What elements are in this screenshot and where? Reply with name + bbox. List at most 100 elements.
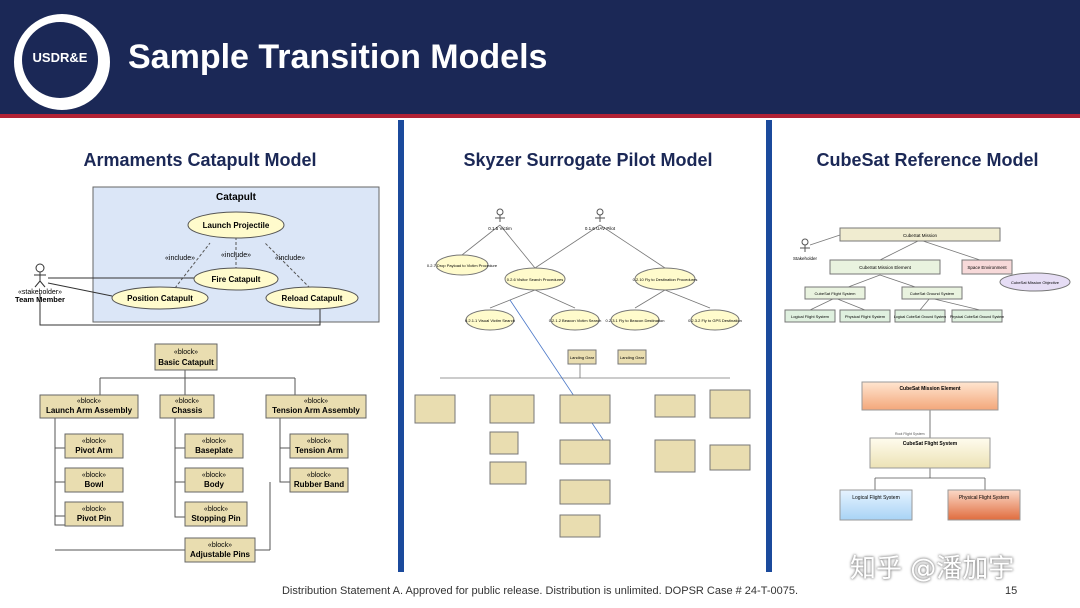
skyzer-landing-label: Landing Gear	[570, 355, 595, 360]
include-label-1: «include»	[165, 255, 195, 262]
cubesat-logical-flight-label: Logical Flight System	[791, 314, 830, 319]
block-bowl: «block» Bowl	[64, 467, 124, 493]
actor-stereotype: «stakeholder»	[18, 289, 62, 296]
block-tension-arm: «block» Tension Arm	[289, 433, 349, 459]
block-basic-catapult: «block» Basic Catapult	[154, 343, 218, 371]
cubesat-mission-element	[829, 259, 941, 275]
svg-text:Basic Catapult: Basic Catapult	[158, 358, 214, 367]
svg-text:Body: Body	[204, 480, 225, 489]
skyzer-actor-pilot	[595, 208, 605, 222]
svg-text:Pivot Pin: Pivot Pin	[77, 514, 111, 523]
skyzer-diagram: 0.1.5 Victim 0.1.6 UAV Pilot 0.2.7 Drop …	[414, 208, 751, 538]
zoom-root-label: Root Flight System	[895, 432, 925, 436]
block-stopping-pin: «block» Stopping Pin	[184, 501, 248, 527]
skyzer-uc3-label: 0.2.10 Fly to Destination Procedures	[633, 277, 698, 282]
cubesat-mission-element-label: CubeSat Mission Element	[859, 265, 912, 270]
slide-title: Sample Transition Models	[128, 38, 548, 76]
svg-text:«block»: «block»	[202, 438, 226, 445]
skyzer-uc7-label: 0.2.3.2 Fly to GPS Destination	[688, 318, 742, 323]
watermark: 知乎 @潘加宇	[850, 554, 1015, 584]
zoom-mission-element	[861, 381, 999, 411]
actor-name: Team Member	[15, 295, 65, 304]
skyzer-landing2-label: Landing Gear	[620, 355, 645, 360]
svg-text:«block»: «block»	[77, 398, 101, 405]
usecase-fire-catapult	[193, 267, 279, 291]
skyzer-uc2-label: 0.2.6 Visitor Search Procedures	[507, 277, 563, 282]
usecase-reload-label: Reload Catapult	[282, 294, 343, 303]
svg-text:Stopping Pin: Stopping Pin	[191, 514, 240, 523]
header-stripe	[0, 114, 1080, 118]
skyzer-landing-gear-2	[617, 349, 647, 365]
zoom-flight-label: CubeSat Flight System	[903, 441, 958, 447]
usecase-fire-label: Fire Catapult	[212, 275, 261, 284]
block-chassis: «block» Chassis	[159, 394, 215, 419]
svg-text:Pivot Arm: Pivot Arm	[75, 446, 113, 455]
svg-text:«block»: «block»	[307, 472, 331, 479]
panel-divider-right	[766, 120, 772, 572]
skyzer-uc3	[634, 267, 696, 291]
cubesat-physical-flight-label: Physical Flight System	[845, 314, 886, 319]
skyzer-actor-victim	[495, 208, 505, 222]
cubesat-flight-system	[804, 286, 866, 300]
cubesat-top-block	[839, 227, 1001, 242]
cubesat-zoom-diagram: CubeSat Mission Element Root Flight Syst…	[839, 381, 1021, 521]
svg-text:Bowl: Bowl	[84, 480, 103, 489]
skyzer-uc5	[550, 309, 600, 331]
cubesat-stakeholder-actor	[800, 238, 810, 252]
catapult-boundary-label: Catapult	[216, 192, 257, 203]
skyzer-uc1	[435, 254, 489, 276]
cubesat-physical-ground-label: Physical CubeSat Ground System	[950, 315, 1004, 319]
include-label-3: «include»	[275, 255, 305, 262]
include-label-2: «include»	[221, 252, 251, 259]
svg-text:Baseplate: Baseplate	[195, 446, 233, 455]
catapult-usecase-diagram: Catapult Launch Projectile Fire Catapult…	[15, 186, 380, 326]
cubesat-structure-diagram: CubeSat Mission Stakeholder CubeSat Miss…	[784, 227, 1071, 323]
cubesat-ground-system	[901, 286, 963, 300]
cubesat-objective-label: CubeSat Mission Objective	[1011, 280, 1060, 285]
panel-title-cubesat: CubeSat Reference Model	[816, 150, 1039, 170]
svg-text:«block»: «block»	[174, 349, 198, 356]
seal-inner: USDR&E	[22, 22, 98, 98]
cubesat-flight-system-label: CubeSat Flight System	[815, 291, 857, 296]
skyzer-landing-gear	[567, 349, 597, 365]
block-rubber-band: «block» Rubber Band	[289, 467, 349, 493]
distribution-statement: Distribution Statement A. Approved for p…	[281, 585, 799, 597]
svg-text:Tension Arm: Tension Arm	[295, 446, 343, 455]
svg-text:«block»: «block»	[82, 506, 106, 513]
usecase-reload-catapult	[265, 286, 359, 310]
skyzer-uc4-label: 0.2.1.1 Visual Victim Search	[465, 318, 515, 323]
block-pivot-pin: «block» Pivot Pin	[64, 501, 124, 527]
cubesat-logical-ground-label: Logical CubeSat Ground System	[894, 315, 946, 319]
usecase-launch-projectile	[187, 211, 285, 239]
skyzer-actor2-label: 0.1.6 UAV Pilot	[585, 226, 616, 231]
block-pivot-arm: «block» Pivot Arm	[64, 433, 124, 459]
zoom-physical-flight	[947, 489, 1021, 521]
skyzer-uc7	[690, 309, 740, 331]
skyzer-uc6-label: 0.2.3.1 Fly to Beacon Destination	[606, 318, 665, 323]
skyzer-uc1-label: 0.2.7 Drop Payload to Victim Procedure	[427, 263, 498, 268]
block-baseplate: «block» Baseplate	[184, 433, 244, 459]
skyzer-part-blocks	[414, 389, 751, 538]
svg-text:Launch Arm Assembly: Launch Arm Assembly	[46, 406, 133, 415]
skyzer-uc4	[465, 309, 515, 331]
block-adjustable-pins: «block» Adjustable Pins	[184, 537, 256, 563]
zoom-logical-label: Logical Flight System	[852, 495, 900, 501]
svg-text:«block»: «block»	[82, 438, 106, 445]
skyzer-uc6	[610, 309, 660, 331]
svg-text:«block»: «block»	[175, 398, 199, 405]
catapult-block-diagram: «block» Basic Catapult «block» Launch Ar…	[39, 343, 367, 563]
zoom-mission-label: CubeSat Mission Element	[899, 386, 960, 392]
cubesat-objective	[999, 272, 1071, 292]
cubesat-ground-system-label: CubeSat Ground System	[910, 291, 955, 296]
skyzer-uc5-label: 0.2.1.2 Beacon Victim Search	[549, 318, 602, 323]
usecase-position-catapult	[111, 286, 209, 310]
skyzer-actor1-label: 0.1.5 Victim	[488, 226, 512, 231]
usecase-position-label: Position Catapult	[127, 294, 193, 303]
cubesat-logical-flight	[784, 309, 836, 323]
svg-text:Rubber Band: Rubber Band	[294, 480, 344, 489]
zoom-physical-label: Physical Flight System	[959, 495, 1009, 501]
cubesat-top-label: CubeSat Mission	[903, 233, 938, 238]
cubesat-physical-flight	[839, 309, 891, 323]
block-body: «block» Body	[184, 467, 244, 493]
cubesat-physical-ground	[951, 309, 1003, 323]
